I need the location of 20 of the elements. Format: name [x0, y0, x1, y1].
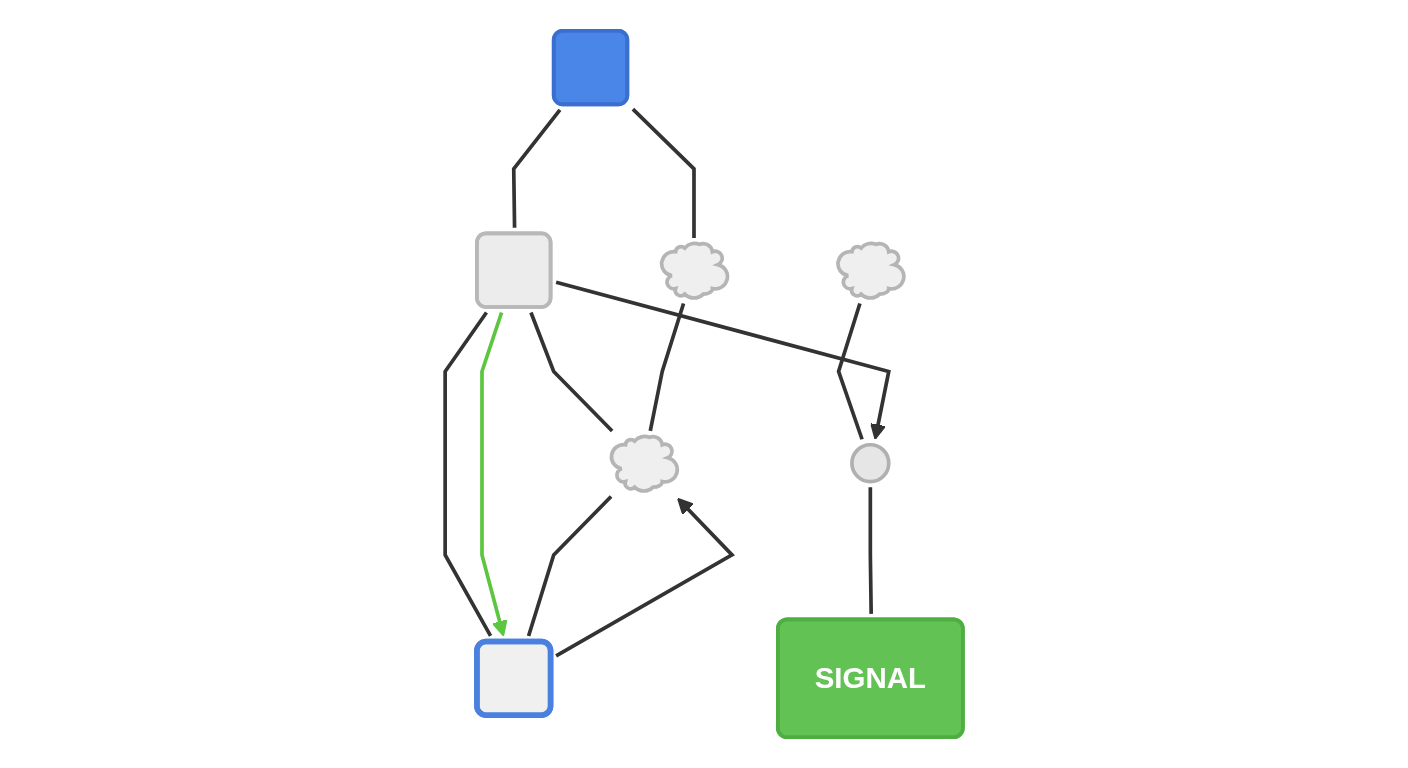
- connector-line: [443, 311, 493, 637]
- circle-node: [850, 442, 891, 484]
- process-box: [475, 231, 553, 309]
- cloud-node: [836, 241, 906, 300]
- process-box: [551, 28, 630, 107]
- cloud-node: [659, 241, 730, 300]
- connector-line: [648, 302, 686, 432]
- process-box: [474, 638, 554, 718]
- connector-line: [631, 107, 696, 238]
- arrow: [555, 280, 891, 440]
- connector-line: [868, 487, 873, 614]
- connector-line: [836, 302, 864, 440]
- node-label: SIGNAL: [814, 660, 926, 696]
- connector-line: [511, 108, 562, 228]
- signal-tag: [776, 617, 965, 740]
- arrow: [480, 311, 508, 637]
- connector-line: [526, 495, 613, 637]
- cloud-node: [609, 434, 680, 493]
- connector-line: [529, 311, 614, 433]
- arrow: [555, 497, 735, 658]
